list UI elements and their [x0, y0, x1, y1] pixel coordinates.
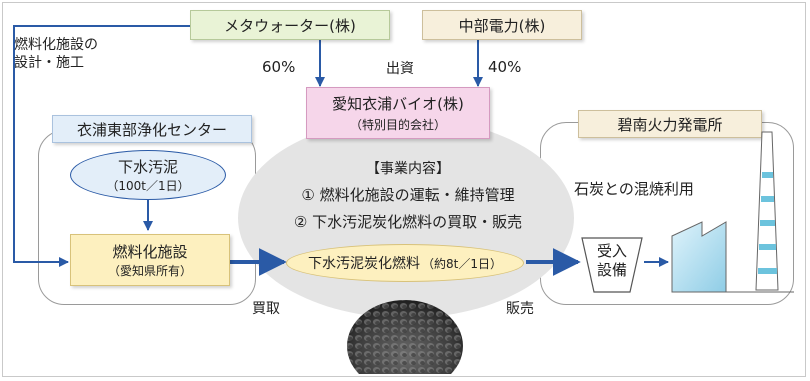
meta-water-box: メタウォーター(株): [190, 10, 390, 40]
carbonized-fuel-label: 下水汚泥炭化燃料: [308, 256, 420, 272]
co-firing-label: 石炭との混焼利用: [574, 180, 694, 198]
fuel-facility-box: 燃料化施設 （愛知県所有）: [70, 234, 230, 286]
carbonized-fuel-pile-image: [347, 300, 463, 374]
business-item-1: ① 燃料化施設の運転・維持管理: [301, 186, 515, 204]
receiving-line2: 設備: [596, 261, 627, 279]
carbonized-fuel-ellipse: 下水汚泥炭化燃料 （約8t／1日）: [286, 244, 524, 282]
business-content: 【事業内容】 ① 燃料化施設の運転・維持管理 ② 下水汚泥炭化燃料の買取・販売: [258, 158, 558, 232]
diagram-frame: [2, 2, 806, 377]
power-plant-illustration: [671, 131, 794, 293]
design-line1: 燃料化施設の: [14, 37, 98, 53]
carbonized-fuel-amount: （約8t／1日）: [422, 256, 502, 271]
share-meta-label: 60%: [262, 58, 296, 76]
receiving-line1: 受入: [596, 242, 627, 260]
investment-label: 出資: [386, 61, 414, 77]
business-item-2: ② 下水汚泥炭化燃料の買取・販売: [293, 213, 523, 231]
receiving-facility-shape: [581, 237, 643, 293]
design-construction-line: [13, 25, 190, 267]
aichi-kinura-bio-sublabel: （特別目的会社）: [349, 118, 446, 132]
hekinan-plant-label: 碧南火力発電所: [617, 115, 723, 134]
chimney-icon: [755, 131, 779, 291]
aichi-kinura-bio-box: 愛知衣浦バイオ(株) （特別目的会社）: [306, 87, 490, 139]
receiving-facility-label: 受入 設備: [592, 242, 632, 280]
sale-label: 販売: [506, 301, 534, 317]
purchase-label: 買取: [252, 301, 280, 317]
design-construction-label: 燃料化施設の 設計・施工: [14, 36, 98, 72]
hekinan-plant-title: 碧南火力発電所: [578, 110, 762, 138]
plant-building-icon: [671, 221, 794, 293]
design-line2: 設計・施工: [14, 55, 84, 71]
aichi-kinura-bio-label: 愛知衣浦バイオ(株): [332, 95, 464, 113]
share-chubu-label: 40%: [488, 58, 522, 76]
fuel-facility-sublabel: （愛知県所有）: [107, 264, 192, 278]
business-title: 【事業内容】: [366, 161, 450, 177]
hekinan-plant-region: [540, 122, 794, 305]
sewage-sludge-label: 下水汚泥: [117, 158, 178, 176]
sewage-sludge-ellipse: 下水汚泥 （100t／1日）: [70, 150, 226, 200]
chubu-electric-box: 中部電力(株): [422, 10, 582, 40]
kinura-center-label: 衣浦東部浄化センター: [76, 120, 227, 139]
kinura-center-title: 衣浦東部浄化センター: [52, 115, 252, 143]
fuel-facility-label: 燃料化施設: [112, 243, 188, 261]
business-ellipse: [238, 118, 574, 318]
chubu-electric-label: 中部電力(株): [458, 16, 546, 35]
meta-water-label: メタウォーター(株): [224, 16, 356, 35]
sewage-sludge-amount: （100t／1日）: [106, 179, 190, 193]
